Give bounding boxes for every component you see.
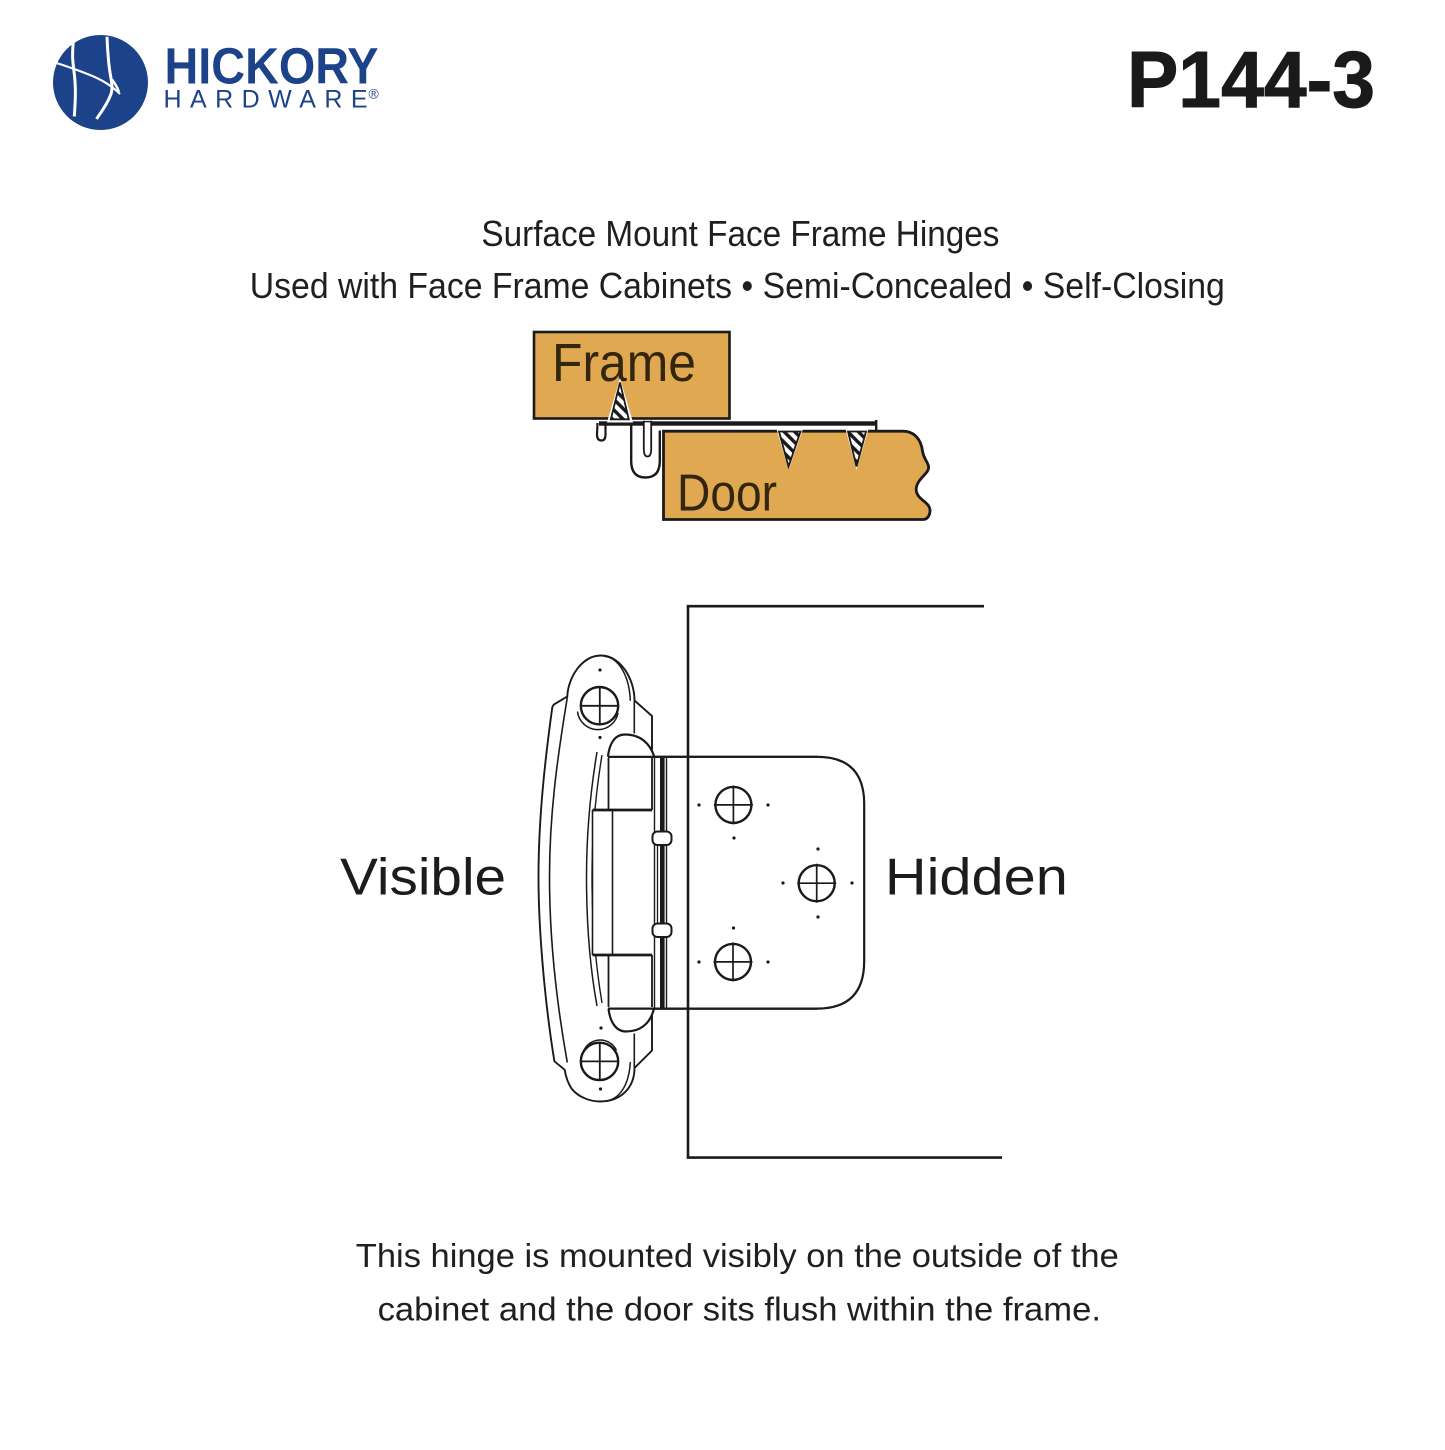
svg-text:This hinge is mounted visibly: This hinge is mounted visibly on the out… <box>356 1238 1119 1275</box>
svg-text:Visible: Visible <box>340 848 506 906</box>
svg-text:Surface Mount Face Frame Hinge: Surface Mount Face Frame Hinges <box>481 213 999 254</box>
svg-text:HICKORY: HICKORY <box>165 37 379 94</box>
svg-text:P144-3: P144-3 <box>1127 35 1375 124</box>
svg-text:®: ® <box>369 86 380 102</box>
svg-text:Hidden: Hidden <box>885 848 1068 906</box>
svg-text:Frame: Frame <box>552 333 696 393</box>
svg-text:Door: Door <box>677 464 777 522</box>
svg-text:cabinet and the door sits flus: cabinet and the door sits flush within t… <box>378 1291 1101 1328</box>
svg-text:Used with Face Frame Cabinets: Used with Face Frame Cabinets • Semi-Con… <box>250 265 1225 306</box>
